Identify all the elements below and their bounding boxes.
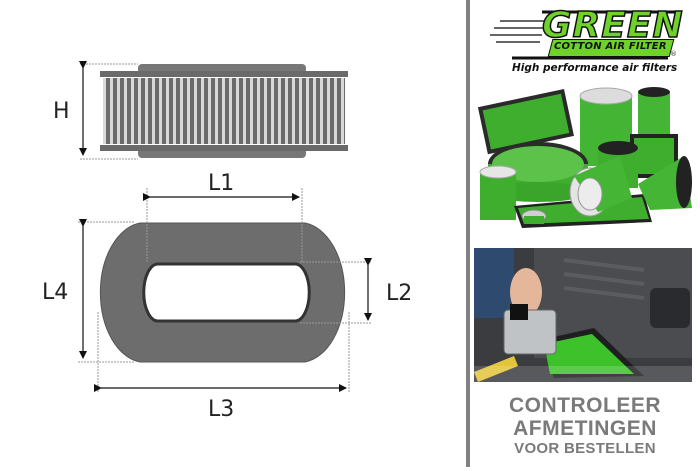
- cta-line-2: AFMETINGEN: [513, 417, 657, 440]
- vertical-divider: [466, 0, 470, 467]
- dimension-label-l2: L2: [386, 281, 412, 306]
- tagline: High performance air filters: [512, 62, 678, 74]
- side-view: H: [53, 61, 348, 160]
- dimension-label-l4: L4: [42, 280, 68, 305]
- filter-dimension-diagram: H L1 L2 L4 L3: [42, 61, 412, 422]
- call-to-action: CONTROLEER AFMETINGEN VOOR BESTELLEN: [470, 394, 700, 458]
- top-view: L1 L2 L4 L3: [42, 171, 412, 422]
- cta-line-1: CONTROLEER: [509, 394, 661, 417]
- dimension-label-l3: L3: [208, 397, 234, 422]
- measuring-photo: [474, 248, 692, 382]
- speed-lines-icon: [490, 10, 680, 60]
- logo-subtitle: COTTON AIR FILTER: [554, 41, 667, 52]
- green-logo: GREEN COTTON AIR FILTER ® High performan…: [480, 4, 695, 78]
- promo-column: GREEN COTTON AIR FILTER ® High performan…: [470, 0, 700, 467]
- dimension-label-l1: L1: [208, 171, 234, 196]
- cta-line-3: VOOR BESTELLEN: [514, 440, 656, 457]
- registered-mark: ®: [670, 50, 677, 58]
- dimension-label-h: H: [53, 99, 70, 124]
- logo-word: GREEN: [541, 5, 684, 46]
- products-photo: [474, 82, 698, 230]
